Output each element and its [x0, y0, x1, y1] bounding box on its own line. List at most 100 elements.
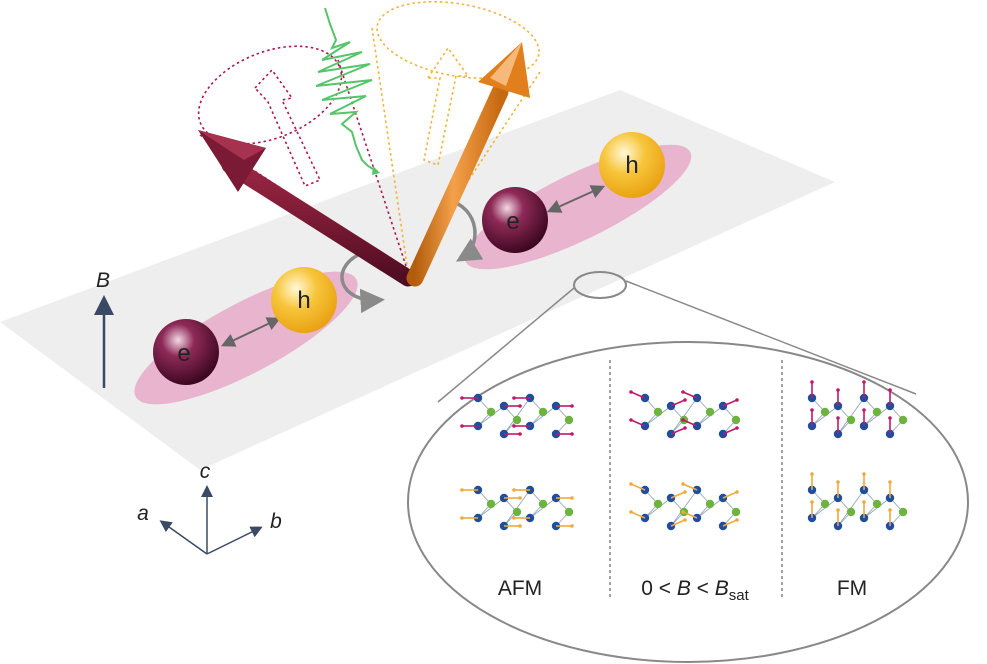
light-wave-icon: [315, 7, 379, 173]
cant-top-spin-tip: [629, 418, 633, 422]
cant-top-spin-arrow: [630, 419, 646, 427]
cant-bottom-spin-arrow: [630, 511, 646, 519]
cant-bottom-spin-arrow: [722, 491, 738, 499]
electron-right-label: e: [506, 208, 519, 235]
cant-bottom-spin-tip: [683, 518, 687, 522]
cant-top-atom: [653, 407, 663, 417]
fm-top-atom: [898, 415, 908, 425]
crystal-axes: [159, 485, 263, 555]
cant-top-spin-arrow: [682, 391, 698, 399]
fm-top-spin-tip: [836, 416, 840, 420]
maroon-spin-arrow: [198, 130, 417, 287]
fm-top-spin-tip: [836, 388, 840, 392]
field-label: B: [96, 269, 110, 292]
cant-top-spin-tip: [683, 426, 687, 430]
fm-bottom-spin-tip: [862, 472, 866, 476]
cant-bottom-spin-arrow: [682, 483, 698, 491]
fm-bottom-spin-tip: [862, 500, 866, 504]
electron-left: [153, 319, 219, 385]
afm-top-spin-tip: [460, 424, 464, 428]
axis-c-label: c: [200, 460, 211, 483]
afm-top-spin-tip: [518, 432, 522, 436]
cant-bottom-spin-tip: [735, 518, 739, 522]
cant-top-spin-tip: [629, 390, 633, 394]
electron-left-label: e: [177, 340, 190, 367]
fm-bottom-spin-tip: [888, 508, 892, 512]
hole-left-label: h: [297, 287, 310, 314]
afm-bottom-spin-tip: [570, 524, 574, 528]
panel-label-fm: FM: [837, 577, 867, 600]
cant-bottom-spin-arrow: [670, 491, 686, 499]
afm-top-atom: [564, 415, 574, 425]
afm-top-atom: [486, 407, 496, 417]
axis-a-label: a: [137, 502, 149, 525]
cant-bottom-atom: [731, 507, 741, 517]
cant-top-spin-tip: [681, 418, 685, 422]
fm-top-atom: [820, 407, 830, 417]
cant-bottom-spin-tip: [681, 510, 685, 514]
cant-bottom-atom: [705, 499, 715, 509]
fm-top-atom: [872, 407, 882, 417]
cant-top-spin-tip: [683, 398, 687, 402]
afm-bottom-atom: [538, 499, 548, 509]
afm-bottom-atom: [512, 507, 522, 517]
afm-bottom-atom: [564, 507, 574, 517]
afm-bottom-spin-tip: [518, 496, 522, 500]
afm-top-spin-tip: [518, 404, 522, 408]
afm-bottom-atom: [486, 499, 496, 509]
cant-top-spin-arrow: [722, 427, 738, 435]
cant-bottom-spin-tip: [629, 482, 633, 486]
panel-label-afm: AFM: [498, 577, 542, 600]
cant-top-spin-arrow: [670, 399, 686, 407]
cant-bottom-spin-arrow: [682, 511, 698, 519]
afm-bottom-spin-tip: [460, 488, 464, 492]
precession-arrow-maroon: [340, 253, 385, 314]
cant-top-spin-tip: [681, 390, 685, 394]
fm-bottom-atom: [872, 499, 882, 509]
cant-top-spin-arrow: [682, 419, 698, 427]
fm-bottom-atom: [846, 507, 856, 517]
cant-bottom-atom: [653, 499, 663, 509]
afm-bottom-spin-tip: [460, 516, 464, 520]
fm-bottom-spin-tip: [836, 480, 840, 484]
fm-top-spin-tip: [810, 408, 814, 412]
cant-top-atom: [731, 415, 741, 425]
afm-bottom-spin-tip: [570, 496, 574, 500]
cant-top-spin-arrow: [722, 399, 738, 407]
hole-right-label: h: [625, 152, 638, 179]
cant-bottom-spin-tip: [681, 482, 685, 486]
fm-bottom-spin-tip: [810, 500, 814, 504]
electron-right: [482, 187, 548, 253]
fm-top-spin-tip: [862, 380, 866, 384]
fm-bottom-atom: [820, 499, 830, 509]
coupling-arrow-right: [546, 185, 606, 213]
spin-lattices: [460, 380, 908, 531]
fm-top-spin-tip: [862, 408, 866, 412]
afm-top-atom: [538, 407, 548, 417]
axis-b-label: b: [270, 510, 282, 533]
afm-top-atom: [512, 415, 522, 425]
fm-top-spin-tip: [888, 388, 892, 392]
cant-bottom-spin-arrow: [670, 519, 686, 527]
afm-bottom-spin-tip: [512, 488, 516, 492]
fm-top-spin-tip: [888, 416, 892, 420]
cant-top-spin-arrow: [630, 391, 646, 399]
cant-top-atom: [705, 407, 715, 417]
cant-top-spin-arrow: [670, 427, 686, 435]
cant-bottom-spin-tip: [683, 490, 687, 494]
cant-bottom-spin-arrow: [722, 519, 738, 527]
fm-top-spin-tip: [810, 380, 814, 384]
orange-spin-arrow: [406, 42, 530, 287]
panel-label-intermediate: 0 < B < Bsat: [641, 577, 749, 604]
fm-bottom-spin-tip: [888, 480, 892, 484]
cant-top-spin-tip: [735, 398, 739, 402]
fm-bottom-spin-tip: [810, 472, 814, 476]
afm-bottom-spin-tip: [518, 524, 522, 528]
coupling-arrow-left: [220, 317, 282, 347]
hole-left: [271, 267, 337, 333]
magnifier-spot: [573, 271, 627, 299]
cant-bottom-spin-tip: [629, 510, 633, 514]
cant-top-spin-tip: [735, 426, 739, 430]
afm-top-spin-tip: [570, 404, 574, 408]
